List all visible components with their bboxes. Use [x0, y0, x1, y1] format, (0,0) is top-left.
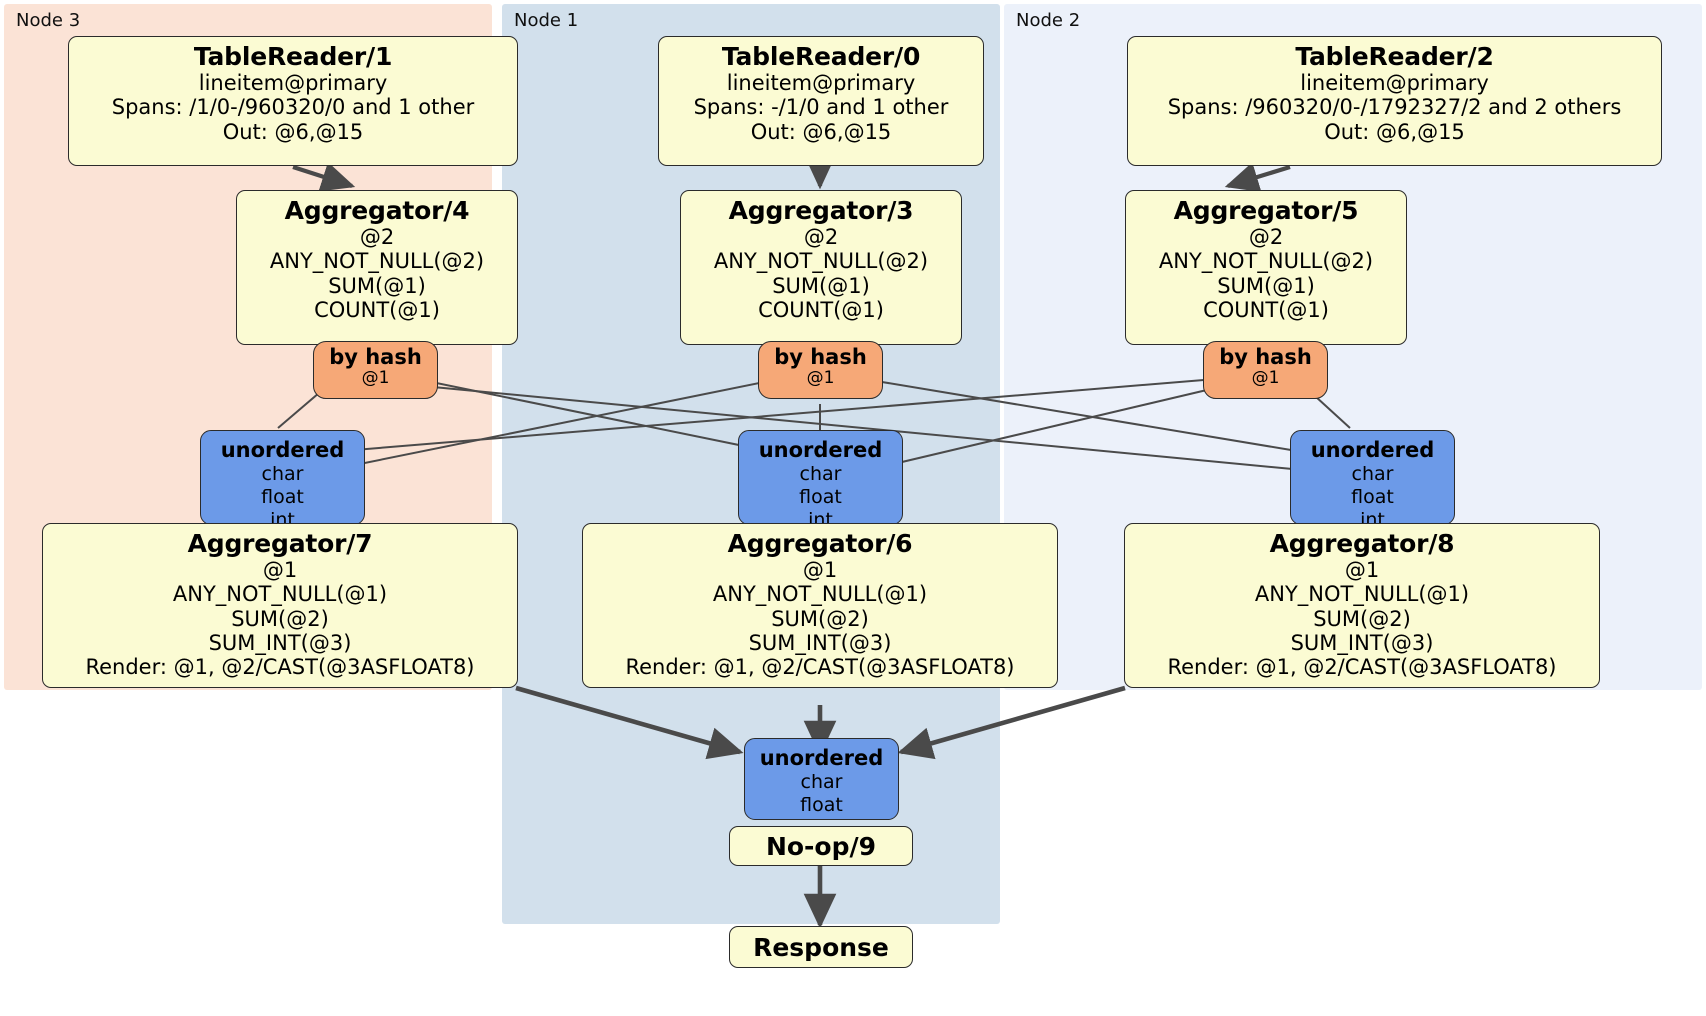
synchronizer-node3-type-0: char	[261, 463, 304, 486]
node-panel-label-node3: Node 3	[16, 10, 81, 31]
hash-router-node1-title: by hash	[774, 345, 867, 369]
table-reader-1-out: Out: @6,@15	[222, 119, 364, 144]
response-label: Response	[753, 932, 889, 962]
table-reader-2-title: TableReader/2	[1295, 42, 1494, 71]
aggregator-8[interactable]: Aggregator/8 @1 ANY_NOT_NULL(@1) SUM(@2)…	[1124, 523, 1600, 688]
aggregator-7-line-3: SUM_INT(@3)	[208, 631, 352, 656]
aggregator-8-line-2: SUM(@2)	[1313, 606, 1411, 631]
aggregator-4-line-0: @2	[359, 225, 395, 249]
table-reader-0-title: TableReader/0	[721, 42, 921, 71]
synchronizer-node2-type-0: char	[1351, 463, 1394, 486]
synchronizer-node3-title: unordered	[220, 438, 345, 462]
aggregator-5-title: Aggregator/5	[1173, 196, 1359, 225]
aggregator-8-title: Aggregator/8	[1269, 529, 1455, 558]
synchronizer-node3-type-1: float	[261, 486, 304, 509]
table-reader-1-spans: Spans: /1/0-/960320/0 and 1 other	[111, 95, 475, 120]
response[interactable]: Response	[729, 926, 913, 968]
aggregator-8-line-1: ANY_NOT_NULL(@1)	[1254, 582, 1470, 607]
table-reader-1[interactable]: TableReader/1 lineitem@primary Spans: /1…	[68, 36, 518, 166]
aggregator-6-title: Aggregator/6	[727, 529, 913, 558]
aggregator-6-line-3: SUM_INT(@3)	[748, 631, 892, 656]
table-reader-2-table: lineitem@primary	[1300, 71, 1489, 95]
aggregator-6-line-2: SUM(@2)	[771, 606, 869, 631]
aggregator-5[interactable]: Aggregator/5 @2 ANY_NOT_NULL(@2) SUM(@1)…	[1125, 190, 1407, 345]
hash-router-node2-title: by hash	[1219, 345, 1312, 369]
synchronizer-node1-type-0: char	[799, 463, 842, 486]
table-reader-2[interactable]: TableReader/2 lineitem@primary Spans: /9…	[1127, 36, 1662, 166]
aggregator-8-line-3: SUM_INT(@3)	[1290, 631, 1434, 656]
aggregator-5-line-3: COUNT(@1)	[1203, 298, 1329, 323]
table-reader-2-spans: Spans: /960320/0-/1792327/2 and 2 others	[1167, 95, 1622, 120]
aggregator-5-line-2: SUM(@1)	[1217, 273, 1315, 298]
table-reader-0[interactable]: TableReader/0 lineitem@primary Spans: -/…	[658, 36, 984, 166]
hash-router-node3[interactable]: by hash @1	[313, 341, 438, 399]
final-synchronizer-title: unordered	[759, 746, 884, 770]
aggregator-6-render: Render: @1, @2/CAST(@3ASFLOAT8)	[625, 655, 1015, 680]
final-synchronizer[interactable]: unordered char float	[744, 738, 899, 820]
aggregator-3[interactable]: Aggregator/3 @2 ANY_NOT_NULL(@2) SUM(@1)…	[680, 190, 962, 345]
table-reader-0-table: lineitem@primary	[726, 71, 916, 95]
synchronizer-node1[interactable]: unordered char float int	[738, 430, 903, 531]
table-reader-0-out: Out: @6,@15	[750, 119, 892, 144]
hash-router-node1[interactable]: by hash @1	[758, 341, 883, 399]
hash-router-node3-detail: @1	[361, 368, 390, 389]
no-op-9[interactable]: No-op/9	[729, 826, 913, 866]
aggregator-5-line-0: @2	[1248, 225, 1284, 249]
aggregator-3-line-2: SUM(@1)	[772, 273, 870, 298]
aggregator-7[interactable]: Aggregator/7 @1 ANY_NOT_NULL(@1) SUM(@2)…	[42, 523, 518, 688]
aggregator-3-line-3: COUNT(@1)	[758, 298, 884, 323]
aggregator-7-line-1: ANY_NOT_NULL(@1)	[172, 582, 388, 607]
aggregator-4-line-2: SUM(@1)	[328, 273, 426, 298]
hash-router-node1-detail: @1	[806, 368, 835, 389]
aggregator-3-line-1: ANY_NOT_NULL(@2)	[713, 249, 929, 274]
aggregator-5-line-1: ANY_NOT_NULL(@2)	[1158, 249, 1374, 274]
aggregator-6-line-0: @1	[802, 558, 838, 582]
aggregator-7-render: Render: @1, @2/CAST(@3ASFLOAT8)	[85, 655, 475, 680]
aggregator-7-line-0: @1	[262, 558, 298, 582]
aggregator-4-line-3: COUNT(@1)	[314, 298, 440, 323]
table-reader-1-table: lineitem@primary	[198, 71, 388, 95]
aggregator-4-title: Aggregator/4	[284, 196, 470, 225]
aggregator-7-line-2: SUM(@2)	[231, 606, 329, 631]
aggregator-8-render: Render: @1, @2/CAST(@3ASFLOAT8)	[1167, 655, 1557, 680]
final-synchronizer-type-0: char	[800, 771, 843, 794]
aggregator-4-line-1: ANY_NOT_NULL(@2)	[269, 249, 485, 274]
aggregator-6-line-1: ANY_NOT_NULL(@1)	[712, 582, 928, 607]
table-reader-1-title: TableReader/1	[193, 42, 393, 71]
node-panel-label-node2: Node 2	[1016, 10, 1081, 31]
synchronizer-node1-type-1: float	[799, 486, 842, 509]
no-op-9-label: No-op/9	[765, 831, 877, 861]
synchronizer-node2[interactable]: unordered char float int	[1290, 430, 1455, 531]
final-synchronizer-type-1: float	[800, 794, 843, 817]
table-reader-0-spans: Spans: -/1/0 and 1 other	[693, 95, 949, 120]
synchronizer-node1-title: unordered	[758, 438, 883, 462]
synchronizer-node2-title: unordered	[1310, 438, 1435, 462]
aggregator-6[interactable]: Aggregator/6 @1 ANY_NOT_NULL(@1) SUM(@2)…	[582, 523, 1058, 688]
node-panel-label-node1: Node 1	[514, 10, 579, 31]
hash-router-node2-detail: @1	[1251, 368, 1280, 389]
aggregator-7-title: Aggregator/7	[187, 529, 373, 558]
aggregator-3-line-0: @2	[803, 225, 839, 249]
synchronizer-node2-type-1: float	[1351, 486, 1394, 509]
hash-router-node3-title: by hash	[329, 345, 422, 369]
aggregator-3-title: Aggregator/3	[728, 196, 914, 225]
synchronizer-node3[interactable]: unordered char float int	[200, 430, 365, 531]
aggregator-8-line-0: @1	[1344, 558, 1380, 582]
hash-router-node2[interactable]: by hash @1	[1203, 341, 1328, 399]
table-reader-2-out: Out: @6,@15	[1324, 119, 1465, 144]
aggregator-4[interactable]: Aggregator/4 @2 ANY_NOT_NULL(@2) SUM(@1)…	[236, 190, 518, 345]
